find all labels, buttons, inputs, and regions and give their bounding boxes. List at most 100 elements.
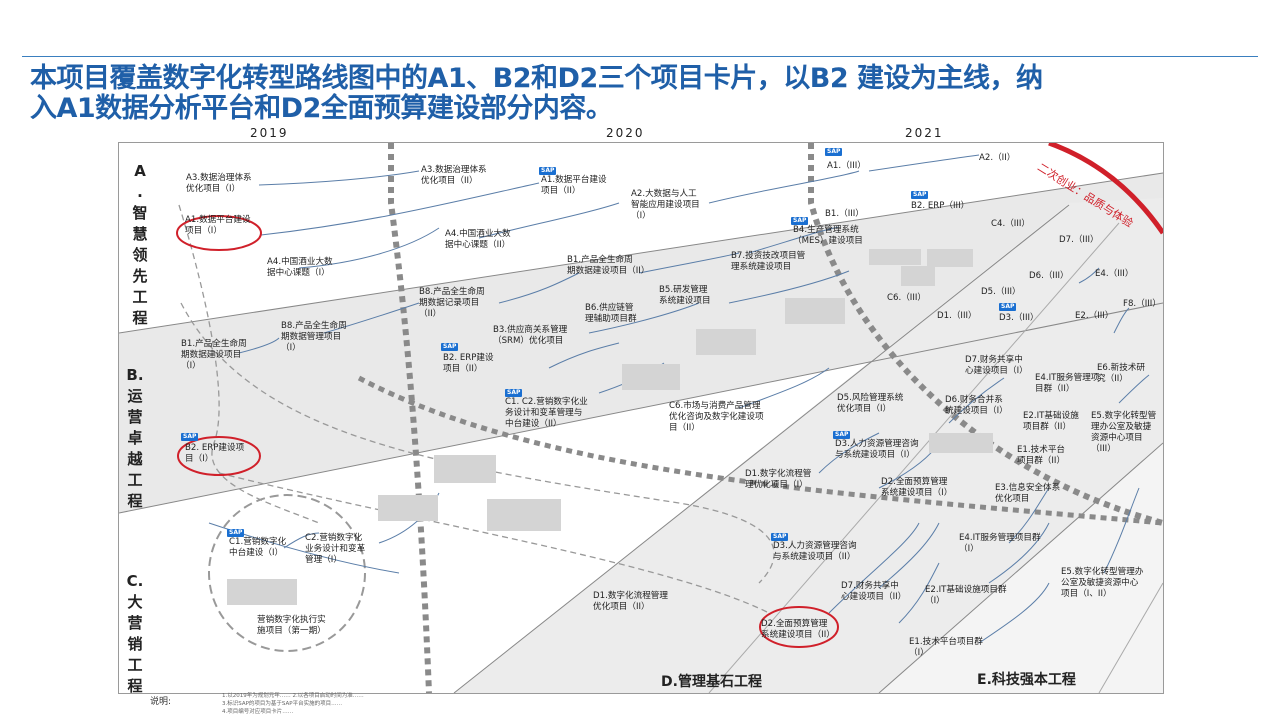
lane-guide-e [1098,582,1163,693]
year-label-2021: 2021 [905,126,944,140]
redacted-block [227,579,297,605]
roadmap-graphics [119,143,1163,693]
card-c2[interactable]: C2.营销数字化 业务设计和变革 管理（I） [305,533,366,565]
lane-boundary-bc [119,302,1163,514]
card-d2a[interactable]: D2.全面预算管理 系统建设项目（I） [881,477,953,498]
card-d5b[interactable]: D5.（III） [981,287,1021,297]
card-c4[interactable]: C4.（III） [991,219,1030,229]
redacted-block [901,266,935,286]
card-e1a[interactable]: E1.技术平台项目群 （I） [909,637,983,658]
card-c6b[interactable]: C6.（III） [887,293,926,303]
redacted-block [869,249,921,265]
year-label-2020: 2020 [606,126,645,140]
arrow-a4b [478,202,620,239]
card-c6[interactable]: C6.市场与消费产品管理 优化咨询及数字化建设项 目（II） [669,401,764,433]
card-b1c[interactable]: B1.（III） [825,209,864,219]
arrow-a2 [708,170,860,204]
card-a1c[interactable]: A1.（III） [827,161,866,171]
card-e4c[interactable]: E4.（III） [1095,269,1134,279]
redacted-block [434,455,496,483]
sap-badge: SAP [791,217,809,225]
card-c1b[interactable]: C1. C2.营销数字化业 务设计和变革管理与 中台建设（II） [505,397,588,429]
lane-a-band [119,143,1163,333]
sap-badge: SAP [771,533,789,541]
title-line-1: 本项目覆盖数字化转型路线图中的A1、B2和D2三个项目卡片，以B2 建设为主线，… [30,63,1043,94]
card-d7a[interactable]: D7.财务共享中 心建设项目（I） [965,355,1028,376]
card-b2b[interactable]: B2. ERP建设 项目（II） [443,353,494,374]
card-d3b[interactable]: D3.人力资源管理咨询 与系统建设项目（II） [773,541,857,562]
redacted-block [927,249,973,267]
card-e2a[interactable]: E2.IT基础设施项目群 （I） [925,585,1007,606]
lane-label-a: A . 智 慧 领 先 工 程 [132,162,148,327]
redacted-block [696,329,756,355]
dashed-link-1 [178,204,320,524]
card-e1b[interactable]: E1.技术平台 项目群（II） [1017,445,1066,466]
lane-boundary-cd [453,204,1070,693]
card-b1a[interactable]: B1.产品全生命周 期数据建设项目 （I） [181,339,247,371]
card-e6[interactable]: E6.新技术研 究（II） [1097,363,1146,384]
card-a2[interactable]: A2.大数据与人工 智能应用建设项目 （I） [631,189,700,221]
card-d6[interactable]: D6.财务合并系 统建设项目（I） [945,395,1008,416]
card-c1a[interactable]: C1.营销数字化 中台建设（I） [229,537,287,558]
card-d3a[interactable]: D3.人力资源管理咨询 与系统建设项目（I） [835,439,919,460]
card-e5b[interactable]: E5.数字化转型管 理办公室及敏捷 资源中心项目 （III） [1091,411,1157,454]
card-d5[interactable]: D5.风险管理系统 优化项目（I） [837,393,904,414]
card-f8[interactable]: F8.（III） [1123,299,1161,309]
card-a2b[interactable]: A2.（II） [979,153,1016,163]
arrow-b3 [548,342,620,369]
card-b8a[interactable]: B8.产品全生命周 期数据记录项目 （II） [419,287,485,319]
card-b5[interactable]: B5.研发管理 系统建设项目 [659,285,711,306]
arrow-e4 [1008,487,1050,544]
card-e4b[interactable]: E4.IT服务管理项 目群（II） [1035,373,1100,394]
sap-badge: SAP [833,431,851,439]
arrow-b7 [638,252,740,274]
sap-badge: SAP [181,433,199,441]
card-a4[interactable]: A4.中国酒业大数 据中心课题（I） [267,257,333,278]
card-d7c[interactable]: D7.（III） [1059,235,1099,245]
card-b2c[interactable]: B2. ERP（III） [911,201,970,211]
sap-badge: SAP [505,389,523,397]
year-label-2019: 2019 [250,126,289,140]
page-title: 本项目覆盖数字化转型路线图中的A1、B2和D2三个项目卡片，以B2 建设为主线，… [30,64,1260,124]
zone-label-d: D.管理基石工程 [661,674,762,690]
title-rule [22,56,1258,57]
arrow-d3 [878,522,940,589]
redacted-block [378,495,438,521]
card-a3b[interactable]: A3.数据治理体系 优化项目（II） [421,165,487,186]
card-e3[interactable]: E3.信息安全体系 优化项目 [995,483,1061,504]
lane-guide-d [708,222,1120,693]
sap-badge: SAP [539,167,557,175]
card-d2b[interactable]: D2.全面预算管理 系统建设项目（II） [761,619,835,640]
card-b3[interactable]: B3.供应商关系管理 （SRM）优化项目 [493,325,568,346]
card-a3a[interactable]: A3.数据治理体系 优化项目（I） [186,173,252,194]
arrow-b1b [498,272,580,304]
card-b6[interactable]: B6.供应链管 理辅助项目群 [585,303,637,324]
card-b2a[interactable]: B2. ERP建设项 目（I） [185,443,245,464]
card-e2b[interactable]: E2.IT基础设施 项目群（II） [1023,411,1079,432]
lane-label-c: C. 大 营 销 工 程 [126,572,144,694]
card-d1a[interactable]: D1.数字化流程管 理优化项目（I） [745,469,812,490]
card-b7[interactable]: B7.投资技改项目管 理系统建设项目 [731,251,806,272]
card-marketing-program[interactable]: 营销数字化执行实 施项目（第一期） [257,615,326,636]
card-d6b[interactable]: D6.（III） [1029,271,1069,281]
year-divider-2019 [388,143,432,693]
card-d3c[interactable]: D3.（III） [999,313,1039,323]
arrow-e2c [1113,307,1130,334]
arrow-e5 [1103,487,1140,574]
arrow-a4 [298,227,440,269]
card-a4b[interactable]: A4.中国酒业大数 据中心课题（II） [445,229,511,250]
card-d1b[interactable]: D1.数字化流程管理 优化项目（II） [593,591,668,612]
card-e4a[interactable]: E4.IT服务管理项目群 （I） [959,533,1041,554]
arrow-b4 [748,226,840,254]
card-e5a[interactable]: E5.数字化转型管理办 公室及敏捷资源中心 项目（I、II） [1061,567,1144,599]
card-e2c[interactable]: E2.（III） [1075,311,1114,321]
card-a1[interactable]: A1.数据平台建设 项目（I） [185,215,251,236]
card-b8b[interactable]: B8.产品全生命周 期数据管理项目 （I） [281,321,347,353]
card-b4[interactable]: B4.生产管理系统 （MES）建设项目 [793,225,863,246]
sap-badge: SAP [999,303,1017,311]
card-d7b[interactable]: D7.财务共享中 心建设项目（II） [841,581,907,602]
arrow-a3 [258,170,420,186]
card-d1c[interactable]: D1.（III） [937,311,977,321]
card-b1b[interactable]: B1.产品全生命周 期数据建设项目（II） [567,255,650,276]
card-a1b[interactable]: A1.数据平台建设 项目（II） [541,175,607,196]
